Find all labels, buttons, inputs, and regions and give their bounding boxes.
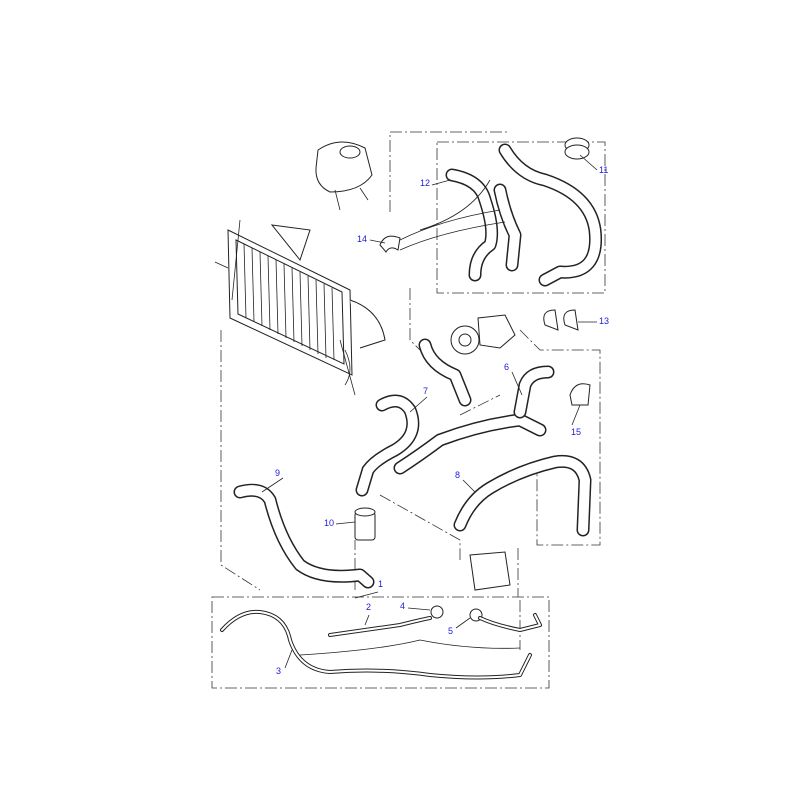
callout-7: 7: [423, 386, 429, 396]
components: [354, 137, 591, 622]
expansion-tank: [315, 141, 373, 211]
callout-1: 1: [378, 579, 384, 589]
callout-5: 5: [448, 626, 454, 636]
callout-14: 14: [357, 234, 368, 244]
pipes: [220, 609, 542, 680]
leader-lines: [261, 154, 598, 669]
radiator: [214, 219, 386, 396]
callout-4: 4: [400, 601, 406, 611]
callout-6: 6: [504, 362, 510, 372]
callout-3: 3: [276, 666, 282, 676]
callout-13: 13: [599, 316, 610, 326]
callout-8: 8: [455, 470, 461, 480]
reference-lines: [211, 131, 606, 689]
hoses: [233, 143, 603, 589]
callout-9: 9: [275, 468, 281, 478]
callout-11: 11: [599, 165, 609, 175]
callout-2: 2: [366, 602, 372, 612]
callout-12: 12: [420, 178, 431, 188]
callout-15: 15: [571, 427, 582, 437]
callout-10: 10: [324, 518, 335, 528]
